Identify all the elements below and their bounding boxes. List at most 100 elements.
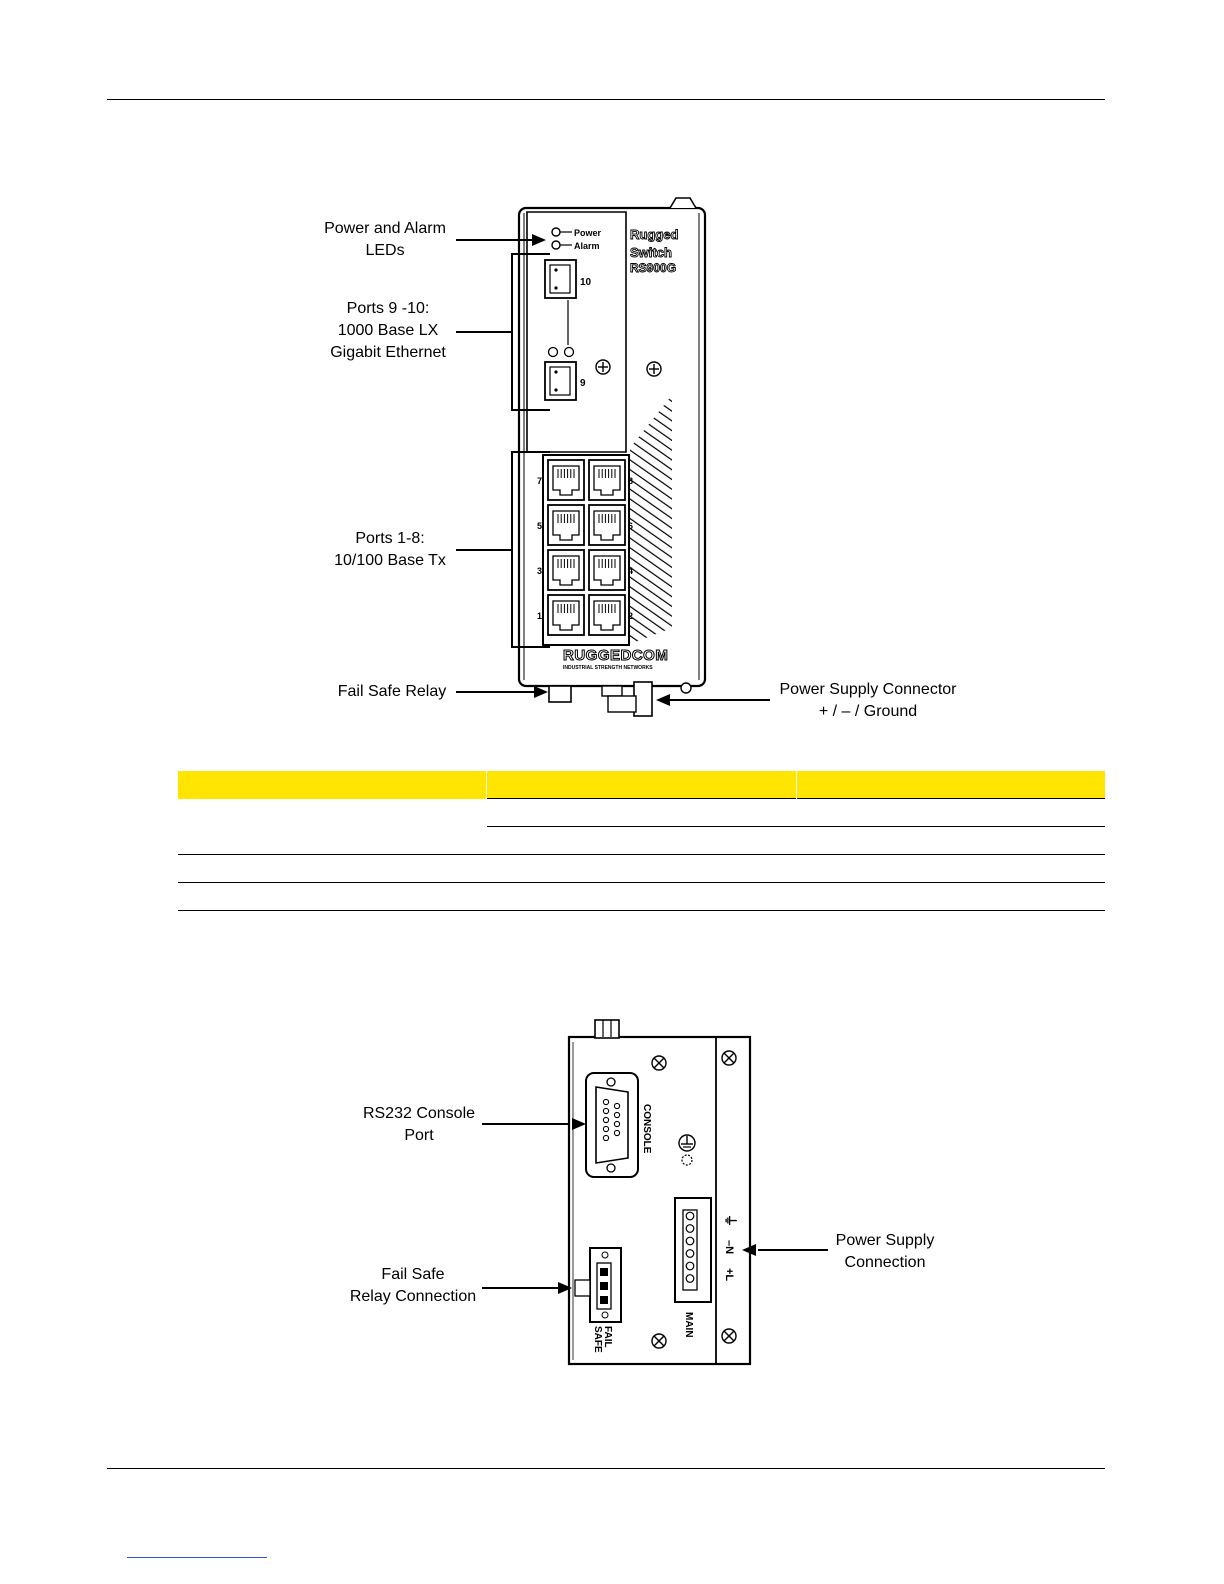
table-header-row (178, 771, 1105, 799)
rj45-port-number: 7 (537, 476, 542, 486)
callout-fail-safe-relay: Fail Safe Relay (337, 683, 447, 700)
callout-line: Fail Safe (381, 1266, 445, 1283)
screw-icon (646, 361, 662, 377)
power-led-icon (551, 227, 561, 237)
callout-rs232-console: RS232 Console Port (345, 1103, 493, 1147)
table-cell (486, 882, 797, 911)
main-power-terminal-block (674, 1197, 712, 1303)
callout-power-alarm-leds: Power and Alarm LEDs (305, 218, 465, 262)
footer-rule (107, 1468, 1105, 1469)
fail-safe-label-line1: FAIL (602, 1326, 613, 1348)
table-header-cell (486, 771, 797, 799)
callout-arrowheads (532, 234, 670, 706)
main-label: MAIN (683, 1312, 694, 1338)
table-cell (178, 882, 487, 911)
db9-console-port (585, 1072, 639, 1178)
callout-line: Relay Connection (349, 1288, 477, 1305)
db9-pin (613, 1129, 621, 1137)
spec-table (178, 771, 1105, 911)
led-power-label: Power (574, 228, 602, 238)
table-row (178, 826, 1105, 855)
port-led-icon (547, 346, 559, 358)
table-row (178, 798, 1105, 855)
callout-ports-1-8: Ports 1-8: 10/100 Base Tx (310, 528, 470, 572)
callout-line: Power Supply (835, 1232, 935, 1249)
table-cell (796, 826, 1105, 855)
screw-icon (721, 1050, 737, 1066)
rj45-jack (547, 594, 585, 636)
rj45-port-number: 6 (628, 521, 633, 531)
rear-device-drawing: CONSOLE (482, 1019, 828, 1366)
ruggedcom-tagline: INDUSTRIAL STRENGTH NETWORKS (563, 665, 653, 671)
callout-line: Connection (844, 1254, 926, 1271)
callout-line: RS232 Console (362, 1105, 476, 1122)
table-cell (486, 826, 797, 855)
fail-safe-relay-connector (548, 685, 572, 703)
footer-link-underline[interactable] (127, 1557, 267, 1558)
callout-line: Port (404, 1127, 434, 1144)
callout-power-supply-connector: Power Supply Connector + / – / Ground (765, 679, 971, 723)
terminal-screw (685, 1249, 695, 1258)
db9-pin (602, 1098, 610, 1106)
screw-icon (651, 1055, 667, 1071)
rj45-port-number: 3 (537, 566, 542, 576)
table-cell (796, 798, 1105, 827)
header-rule (107, 99, 1105, 100)
callout-line: Ports 9 -10: (346, 300, 430, 317)
rj45-jack (547, 549, 585, 591)
rj45-jack (547, 459, 585, 501)
terminal-screw (685, 1261, 695, 1271)
port-led-icon (563, 346, 575, 358)
console-label: CONSOLE (641, 1104, 652, 1154)
table-row (178, 854, 1105, 883)
callout-arrowheads (558, 1118, 756, 1294)
ruggedcom-logo: RUGGEDCOM (563, 647, 668, 664)
callout-leaders (456, 239, 770, 701)
table-cell (178, 798, 487, 855)
terminal-screw (685, 1211, 695, 1221)
fail-safe-label-line2: SAFE (592, 1326, 603, 1353)
table-cell (486, 798, 797, 827)
rj45-jack (588, 549, 626, 591)
rj45-jack (588, 459, 626, 501)
power-supply-connector (633, 681, 653, 717)
screw-icon (651, 1333, 667, 1349)
ground-icon (678, 1134, 696, 1166)
terminal-screw (685, 1274, 695, 1283)
terminal-screw (685, 1236, 695, 1246)
callout-leaders (482, 1123, 828, 1289)
terminal-label-ground: ⏚ (723, 1214, 738, 1227)
table-header-cell (796, 771, 1105, 799)
table-header-cell (178, 771, 488, 799)
callout-line: 10/100 Base Tx (334, 552, 446, 569)
terminal-screw (685, 1224, 695, 1233)
db9-pin (602, 1116, 610, 1124)
rj45-port-number: 8 (628, 476, 633, 486)
table-cell (178, 854, 487, 883)
table-row (178, 882, 1105, 911)
brand-line2: Switch (630, 245, 672, 260)
table-cell (796, 882, 1105, 911)
callout-line: Power Supply Connector (779, 681, 957, 698)
callout-fail-safe-relay-connection: Fail Safe Relay Connection (335, 1264, 491, 1308)
screw-icon (721, 1328, 737, 1344)
db9-pin (613, 1102, 621, 1110)
db9-pin (613, 1111, 621, 1119)
vent-hatch (630, 395, 672, 644)
rj45-port-number: 1 (537, 611, 542, 621)
fail-safe-terminal-block (574, 1247, 622, 1323)
screw-icon (595, 359, 611, 375)
db9-pin (602, 1134, 610, 1142)
callout-line: + / – / Ground (818, 703, 918, 720)
callout-line: Ports 1-8: (355, 530, 425, 547)
callout-line: Power and Alarm (324, 220, 446, 237)
brand-model: RS900G (630, 261, 676, 275)
callout-line: LEDs (365, 242, 405, 259)
rj45-jack (588, 504, 626, 546)
port-10-label: 10 (580, 277, 592, 288)
front-device-drawing: Power Alarm Rugged Switch RS900G 10 9 (456, 197, 770, 717)
alarm-led-icon (551, 240, 561, 250)
callout-line: Gigabit Ethernet (330, 344, 446, 361)
db9-pin (613, 1120, 621, 1128)
